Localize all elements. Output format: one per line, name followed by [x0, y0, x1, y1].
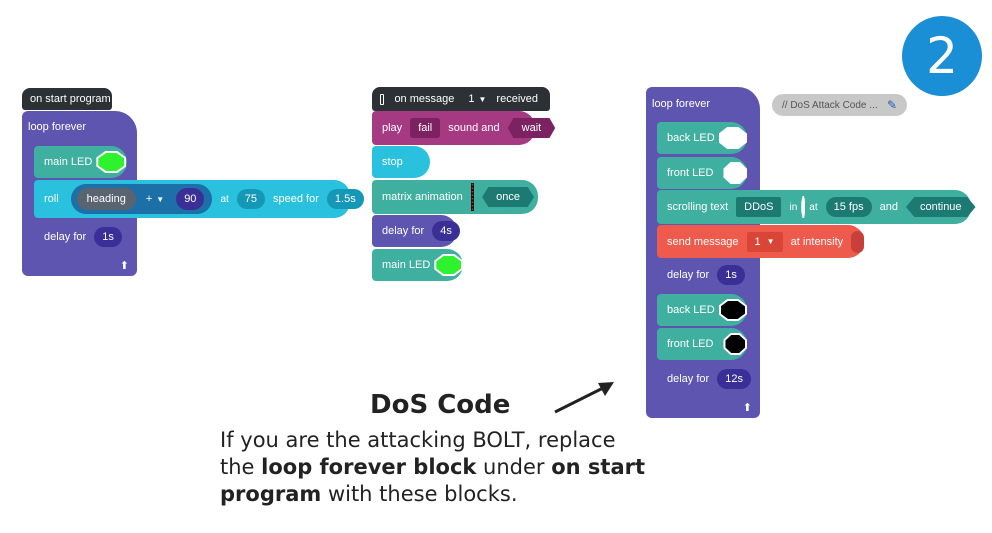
front-led-label: front LED	[667, 338, 714, 350]
on-start-program-label: on start program	[30, 93, 111, 105]
scrolling-text-block[interactable]: scrolling text DDoS in at 15 fps and con…	[657, 190, 976, 224]
delay-label: delay for	[44, 231, 87, 243]
at-intensity-label: at intensity	[790, 235, 844, 248]
back-led-block-1[interactable]: back LED	[657, 122, 747, 154]
on-message-label: on message	[394, 93, 455, 105]
operator-plus[interactable]: +	[145, 193, 153, 205]
led-color-black-swatch[interactable]	[718, 299, 747, 321]
main-led-block-2[interactable]: main LED	[372, 249, 463, 281]
loop-arrow-icon: ⬆	[119, 260, 129, 272]
message-number: 1	[754, 235, 761, 248]
text-color-red-swatch[interactable]	[801, 196, 806, 218]
roll-block[interactable]: roll heading + ▼ 90 at 75 speed for 1.5s	[34, 180, 364, 218]
delay-label: delay for	[382, 225, 425, 237]
back-led-label: back LED	[667, 132, 715, 144]
delay-block-4[interactable]: delay for 12s	[657, 362, 751, 396]
scroll-text-value[interactable]: DDoS	[736, 197, 782, 217]
at-label: at	[220, 193, 229, 205]
comment-block[interactable]: // DoS Attack Code ... ✎	[772, 94, 907, 116]
intensity-value[interactable]	[851, 230, 864, 253]
main-led-label: main LED	[44, 156, 93, 168]
delay-value[interactable]: 4s	[432, 221, 460, 241]
and-label: and	[879, 201, 898, 213]
wait-option[interactable]: wait	[507, 118, 556, 138]
in-label: in	[789, 201, 798, 213]
matrix-animation-label: matrix animation	[382, 191, 463, 203]
caption-line-1: If you are the attacking BOLT, replace	[220, 428, 616, 452]
chevron-down-icon[interactable]: ▼	[156, 194, 165, 204]
heading-variable[interactable]: heading	[76, 188, 136, 210]
front-led-block-1[interactable]: front LED	[657, 157, 747, 189]
delay-label: delay for	[667, 269, 710, 281]
matrix-preview-icon[interactable]	[470, 183, 475, 211]
delay-value[interactable]: 1s	[717, 265, 745, 285]
caption-line-3: program with these blocks.	[220, 482, 518, 506]
led-color-white-swatch[interactable]	[723, 162, 747, 184]
speed-for-label: speed for	[273, 193, 319, 205]
main-led-block-1[interactable]: main LED	[34, 146, 127, 178]
duration-value[interactable]: 1.5s	[326, 189, 364, 209]
received-label: received	[496, 93, 538, 105]
sound-and-label: sound and	[448, 122, 500, 134]
led-color-green-swatch[interactable]	[96, 151, 127, 173]
delay-value[interactable]: 12s	[717, 369, 751, 389]
message-number[interactable]: 1	[468, 93, 475, 105]
step-number: 2	[926, 27, 958, 85]
continue-option[interactable]: continue	[905, 197, 976, 217]
matrix-animation-block[interactable]: matrix animation once	[372, 180, 538, 214]
led-color-green-swatch[interactable]	[434, 254, 463, 276]
front-led-label: front LED	[667, 167, 714, 179]
delay-block-3[interactable]: delay for 1s	[657, 259, 745, 291]
at-label: at	[809, 201, 818, 213]
loop-forever-label: loop forever	[652, 98, 711, 110]
delay-block-2[interactable]: delay for 4s	[372, 215, 460, 247]
caption-title: DoS Code	[370, 390, 511, 420]
delay-label: delay for	[667, 373, 710, 385]
stop-label: stop	[382, 156, 403, 168]
play-label: play	[382, 122, 403, 134]
back-led-label: back LED	[667, 304, 715, 316]
loop-forever-label: loop forever	[28, 121, 87, 133]
play-sound-block[interactable]: play fail sound and wait	[372, 111, 556, 145]
speed-value[interactable]: 75	[236, 189, 266, 209]
led-color-black-swatch[interactable]	[723, 333, 747, 355]
delay-value[interactable]: 1s	[94, 227, 122, 247]
heading-value[interactable]: 90	[176, 188, 205, 210]
message-number-dropdown[interactable]: 1 ▼	[746, 231, 783, 252]
send-message-block[interactable]: send message 1 ▼ at intensity	[657, 225, 864, 258]
heading-expression[interactable]: heading + ▼ 90	[70, 184, 213, 214]
led-color-white-swatch[interactable]	[718, 127, 747, 149]
send-message-label: send message	[667, 235, 739, 248]
caption-text: If you are the attacking BOLT, replace t…	[220, 427, 670, 508]
on-message-block[interactable]: on message 1 ▼ received	[372, 87, 550, 111]
once-option[interactable]: once	[482, 187, 534, 207]
chevron-down-icon[interactable]: ▼	[478, 94, 487, 104]
chevron-down-icon: ▼	[766, 237, 775, 246]
back-led-block-2[interactable]: back LED	[657, 294, 747, 326]
pointer-arrow-icon	[554, 382, 614, 414]
on-start-program-block[interactable]: on start program	[22, 88, 112, 110]
main-led-label: main LED	[382, 259, 431, 271]
fps-value[interactable]: 15 fps	[825, 197, 872, 217]
caption-line-2: the loop forever block under on start	[220, 455, 646, 479]
delay-block-1[interactable]: delay for 1s	[34, 220, 122, 254]
pencil-icon[interactable]: ✎	[886, 98, 897, 112]
front-led-block-2[interactable]: front LED	[657, 328, 747, 360]
stop-block[interactable]: stop	[372, 146, 430, 178]
loop-arrow-icon: ⬆	[742, 402, 752, 414]
comment-text: // DoS Attack Code ...	[782, 99, 878, 111]
sound-name[interactable]: fail	[410, 118, 441, 138]
roll-label: roll	[44, 193, 59, 205]
scrolling-text-label: scrolling text	[667, 201, 729, 213]
message-icon	[380, 93, 385, 105]
step-badge: 2	[902, 16, 982, 96]
